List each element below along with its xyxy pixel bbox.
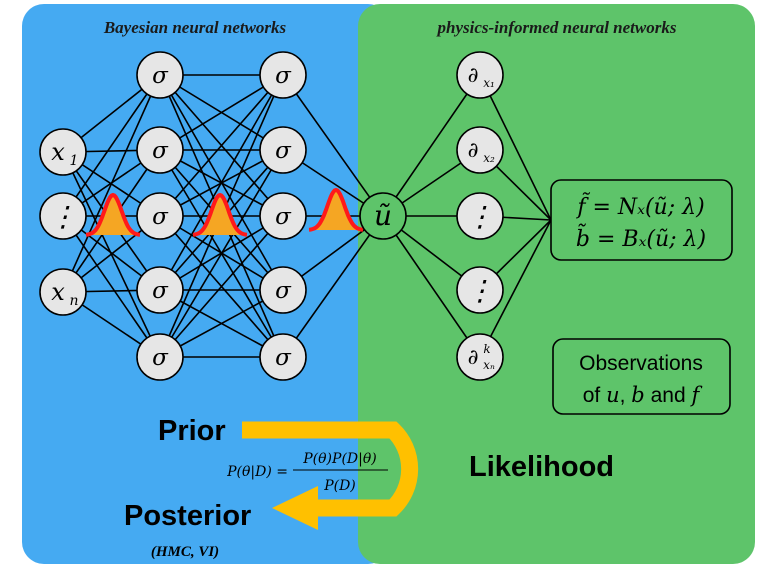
bayes-lhs: P(θ|D) =	[226, 464, 288, 480]
bayes-numerator: P(θ)P(D|θ)	[302, 451, 377, 467]
gaussian-prior-layer2-curve	[192, 192, 248, 237]
pinn-title: physics-informed neural networks	[436, 18, 677, 37]
gaussian-prior-layer1-curve	[85, 192, 141, 237]
hidden-node-layer2	[259, 266, 307, 314]
input-variable: x	[51, 278, 65, 306]
edge-input-hidden1	[62, 215, 161, 358]
bayes-flow-arrow	[242, 421, 419, 517]
bnn-title: Bayesian neural networks	[103, 18, 287, 37]
derivative-node	[456, 126, 504, 174]
edge-hidden1-hidden2	[159, 149, 284, 358]
derivative-ellipsis: ⋮	[466, 274, 494, 307]
edge-input-hidden1	[62, 74, 161, 293]
output-node	[359, 192, 407, 240]
derivative-node	[456, 333, 504, 381]
input-variable: x	[51, 138, 65, 166]
bayes-denominator: P(D)	[323, 478, 356, 494]
edge-hidden1-hidden2	[159, 74, 284, 291]
hidden-node-layer1	[136, 51, 184, 99]
edge-hidden1-hidden2	[159, 74, 284, 217]
sigma-label: σ	[275, 138, 292, 164]
sigma-label: σ	[152, 345, 169, 371]
hidden-node-layer1	[136, 333, 184, 381]
input-node	[39, 268, 87, 316]
hidden-node-layer2	[259, 126, 307, 174]
hidden-node-layer2	[259, 192, 307, 240]
edge-hidden2-output	[282, 215, 384, 358]
input-node	[39, 128, 87, 176]
input-ellipsis: ⋮	[49, 200, 77, 233]
partial-subscript: x₂	[483, 151, 495, 165]
edge-hidden1-hidden2	[159, 74, 284, 151]
hidden-node-layer2	[259, 333, 307, 381]
equations-box	[550, 179, 733, 261]
residual-b-equation: b̃ = Bₓ(ũ; λ)	[576, 222, 706, 252]
prior-label: Prior	[158, 415, 226, 447]
derivative-node	[456, 51, 504, 99]
edge-output-derivative	[382, 74, 481, 217]
hidden-node-layer1	[136, 266, 184, 314]
sigma-label: σ	[275, 63, 292, 89]
edge-derivative-equations	[479, 219, 552, 358]
gaussian-priors	[85, 187, 364, 237]
derivative-ellipsis: ⋮	[466, 200, 494, 233]
sigma-label: σ	[275, 345, 292, 371]
sigma-label: σ	[152, 63, 169, 89]
partial-subscript: xₙ	[483, 358, 495, 372]
edge-output-derivative	[382, 215, 481, 358]
partial-symbol: ∂	[468, 138, 479, 162]
output-label: ũ	[374, 199, 392, 232]
arrow-head	[272, 486, 318, 530]
gaussian-prior-layer3-curve	[308, 187, 364, 232]
partial-subscript: x₁	[483, 76, 495, 90]
residual-f-equation: f̃ = Nₓ(ũ; λ)	[575, 193, 704, 220]
methods-label: (HMC, VI)	[151, 544, 219, 560]
observations-line2: of u, b and f	[583, 383, 703, 407]
edge-hidden1-hidden2	[159, 215, 284, 358]
hidden-node-layer1	[136, 192, 184, 240]
derivative-node	[456, 266, 504, 314]
input-subscript: 1	[70, 153, 79, 169]
derivative-node	[456, 192, 504, 240]
partial-symbol: ∂	[468, 345, 479, 369]
sigma-label: σ	[152, 204, 169, 230]
edge-input-hidden1	[62, 74, 161, 217]
observations-line1: Observations	[579, 352, 703, 375]
sigma-label: σ	[275, 278, 292, 304]
posterior-label: Posterior	[124, 500, 251, 532]
input-subscript: n	[69, 293, 78, 309]
hidden-node-layer1	[136, 126, 184, 174]
sigma-label: σ	[152, 278, 169, 304]
sigma-label: σ	[275, 204, 292, 230]
partial-superscript: k	[483, 342, 490, 356]
observations-box	[552, 338, 731, 415]
likelihood-label: Likelihood	[469, 451, 614, 483]
sigma-label: σ	[152, 138, 169, 164]
edge-derivative-equations	[479, 74, 552, 221]
edge-hidden2-output	[282, 74, 384, 217]
hidden-node-layer2	[259, 51, 307, 99]
partial-symbol: ∂	[468, 63, 479, 87]
input-node	[39, 192, 87, 240]
